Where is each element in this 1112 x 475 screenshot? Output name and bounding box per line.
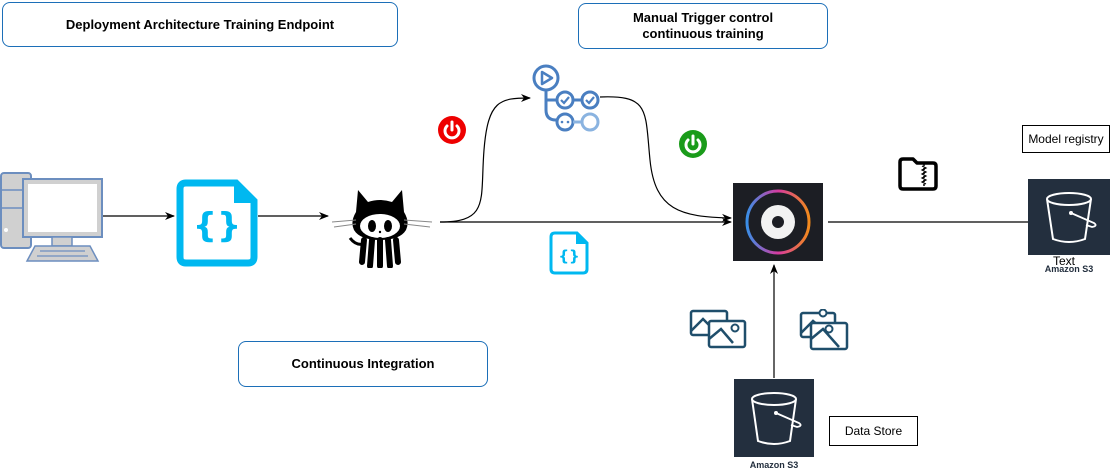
arrow-github-to-actions: [439, 94, 531, 223]
model-registry-text: Model registry: [1028, 132, 1104, 146]
s3-bucket-icon: [751, 392, 802, 445]
s3-registry-service-label: Amazon S3: [1044, 264, 1094, 274]
json-file-icon: {}: [176, 179, 258, 267]
zip-folder-icon: [898, 157, 938, 191]
data-store-text: Data Store: [844, 424, 903, 438]
github-actions-workflow-icon: [532, 64, 600, 132]
model-registry-label: Model registry: [1022, 125, 1110, 153]
desktop-computer-icon: [0, 172, 103, 262]
data-store-label: Data Store: [829, 416, 918, 446]
images-icon: [689, 309, 747, 349]
continuous-integration-box: Continuous Integration: [238, 341, 488, 387]
ml-platform-icon: [733, 183, 823, 261]
s3-datastore-service-label: Amazon S3: [749, 460, 799, 470]
json-file-small-icon: {}: [549, 231, 589, 275]
images-icon-2: [799, 309, 849, 351]
svg-text:{}: {}: [558, 247, 579, 265]
s3-bucket-data-store: [734, 379, 814, 457]
s3-bucket-icon: [1046, 192, 1097, 243]
arrow-actions-to-endpoint: [599, 96, 732, 222]
manual-trigger-line2: continuous training: [642, 26, 764, 41]
continuous-integration-label: Continuous Integration: [291, 356, 435, 371]
s3-registry-text-label: Text: [1053, 254, 1076, 268]
manual-trigger-box: Manual Trigger control continuous traini…: [578, 3, 828, 49]
power-icon-red: [438, 116, 466, 144]
diagram-title-box: Deployment Architecture Training Endpoin…: [2, 2, 398, 47]
manual-trigger-line1: Manual Trigger control: [632, 10, 774, 25]
power-icon-green: [679, 130, 707, 158]
s3-bucket-model-registry: [1028, 179, 1110, 255]
diagram-title: Deployment Architecture Training Endpoin…: [65, 16, 335, 32]
svg-text:{}: {}: [193, 206, 241, 246]
github-octocat-icon: [331, 190, 433, 268]
